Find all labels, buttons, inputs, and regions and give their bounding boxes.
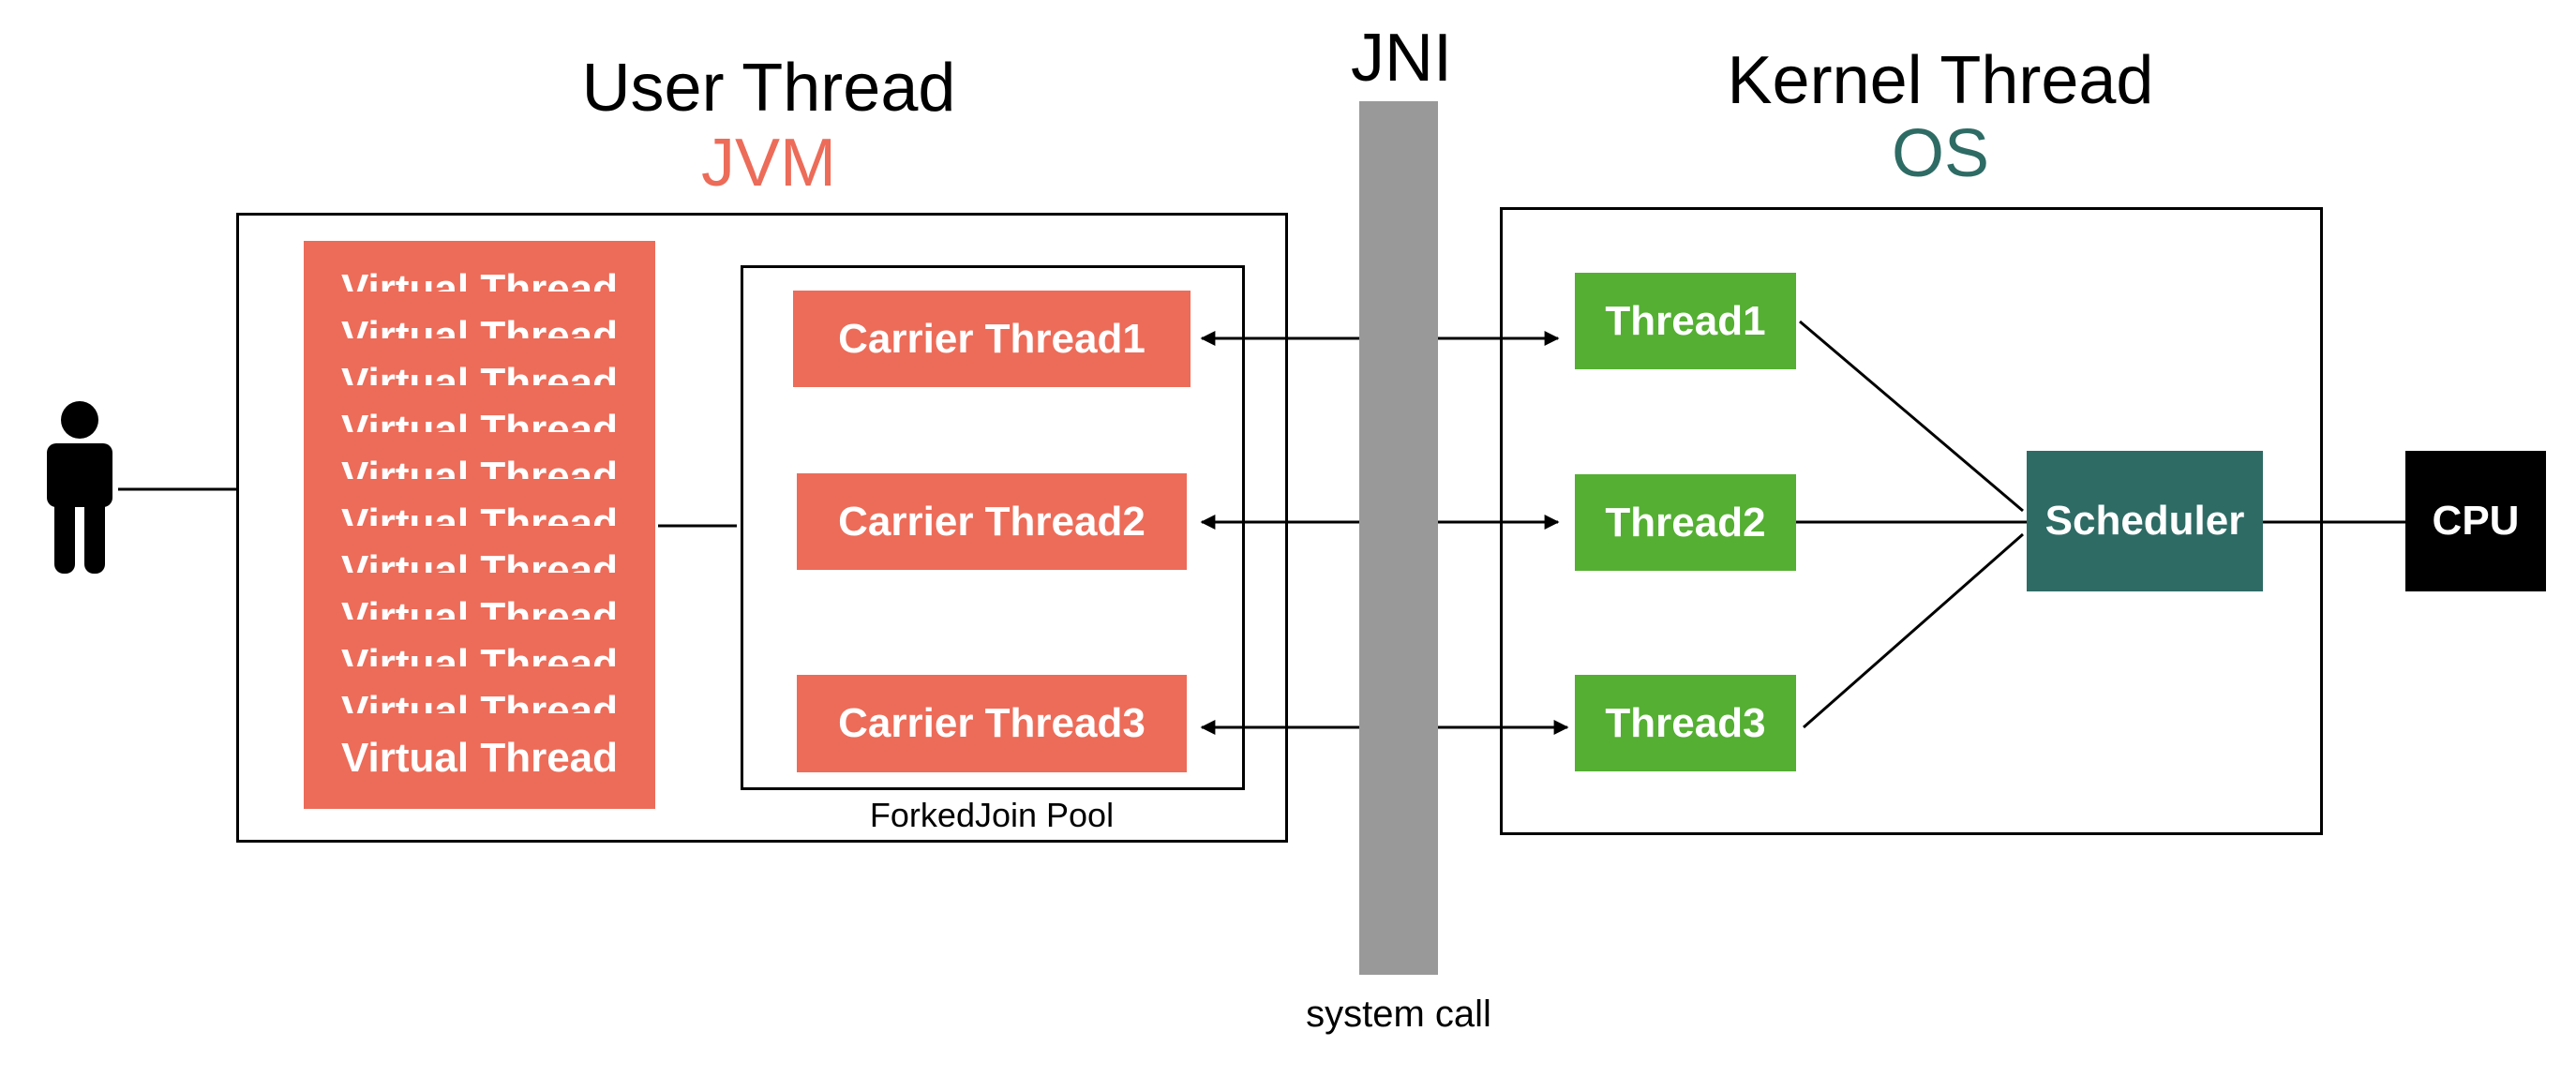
jvm-frame bbox=[236, 213, 1288, 843]
carrier-thread-3: Carrier Thread3 bbox=[797, 675, 1187, 772]
virtual-thread-label: Virtual Thread bbox=[304, 410, 655, 432]
carrier-thread-2: Carrier Thread2 bbox=[797, 473, 1187, 570]
virtual-thread-label: Virtual Thread bbox=[304, 691, 655, 713]
jvm-subtitle: JVM bbox=[701, 126, 836, 201]
virtual-thread-label: Virtual Thread bbox=[304, 550, 655, 573]
kernel-thread-2: Thread2 bbox=[1575, 474, 1796, 571]
os-frame bbox=[1500, 207, 2323, 835]
virtual-thread-label: Virtual Thread bbox=[304, 644, 655, 666]
kernel-thread-1: Thread1 bbox=[1575, 273, 1796, 369]
jni-title: JNI bbox=[1351, 21, 1452, 96]
virtual-thread-label: Virtual Thread bbox=[304, 363, 655, 385]
virtual-thread-label: Virtual Thread bbox=[304, 316, 655, 338]
kernel-thread-3: Thread3 bbox=[1575, 675, 1796, 771]
thread1-to-scheduler-line bbox=[1799, 320, 2024, 513]
system-call-label: system call bbox=[1306, 994, 1491, 1035]
virtual-thread-label: Virtual Thread bbox=[304, 269, 655, 291]
virtual-thread-stack: Virtual Thread Virtual Thread Virtual Th… bbox=[304, 241, 655, 809]
person-icon bbox=[47, 401, 112, 574]
virtual-thread-label: Virtual Thread bbox=[304, 597, 655, 620]
forkjoin-pool-label: ForkedJoin Pool bbox=[869, 796, 1115, 834]
carrier-thread-1: Carrier Thread1 bbox=[793, 291, 1191, 387]
forkjoin-pool-frame bbox=[741, 265, 1245, 790]
virtual-thread-label: Virtual Thread bbox=[304, 456, 655, 479]
user-thread-title: User Thread bbox=[581, 51, 956, 126]
scheduler-box: Scheduler bbox=[2027, 451, 2263, 591]
thread3-to-scheduler-line bbox=[1803, 532, 2024, 729]
jni-bar bbox=[1359, 101, 1438, 975]
virtual-thread-label: Virtual Thread bbox=[304, 503, 655, 526]
cpu-box: CPU bbox=[2405, 451, 2546, 591]
os-subtitle: OS bbox=[1891, 116, 1990, 191]
virtual-thread-label: Virtual Thread bbox=[340, 735, 619, 781]
kernel-thread-title: Kernel Thread bbox=[1727, 43, 2154, 118]
